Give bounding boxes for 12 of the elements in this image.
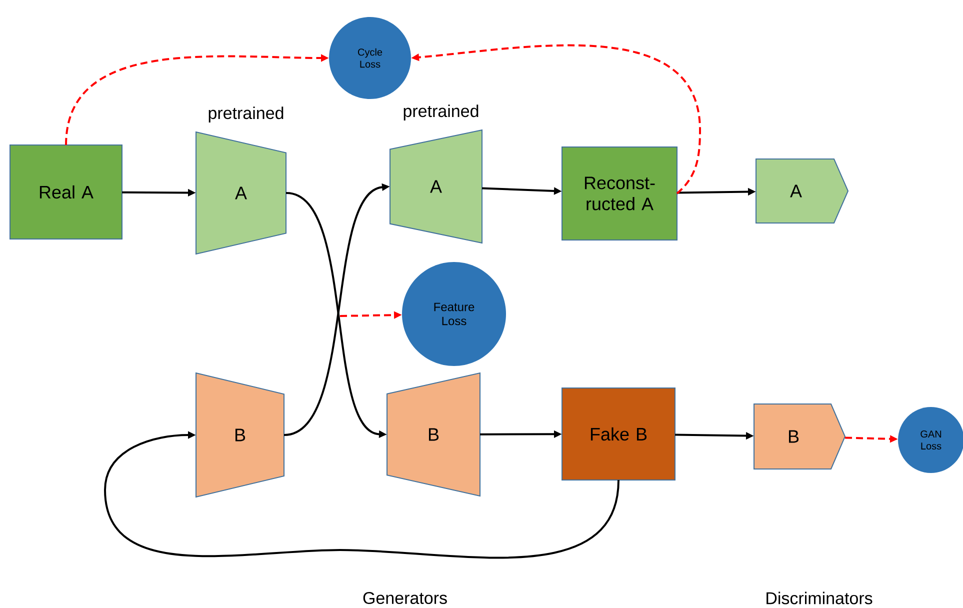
- section-label: Discriminators: [766, 592, 872, 604]
- generator-trapezoid: A: [390, 129, 482, 244]
- process-box: Fake B: [562, 388, 676, 480]
- generator-trapezoid: B: [386, 372, 480, 497]
- discriminator-pentagon: A: [756, 158, 849, 224]
- caption-label: pretrained: [404, 104, 478, 120]
- process-box: Real A: [10, 144, 122, 240]
- discriminator-pentagon: B: [754, 404, 846, 470]
- caption-label: pretrained: [208, 106, 284, 122]
- arrow: [104, 431, 620, 559]
- section-label: Generators: [363, 592, 447, 604]
- process-box: Reconst- ructed A: [562, 146, 678, 240]
